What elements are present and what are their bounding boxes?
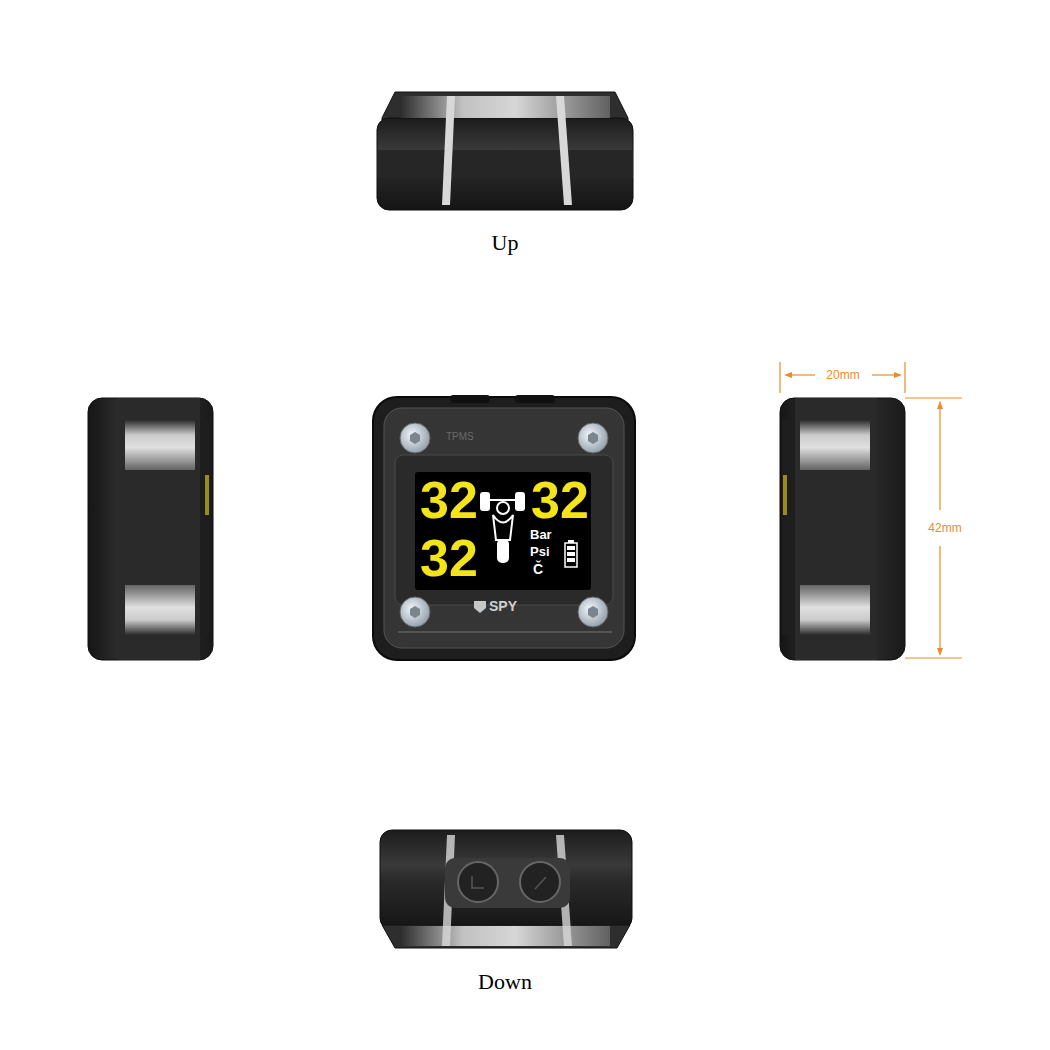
unit-label: Bar <box>530 528 552 541</box>
brand-logo: SPY <box>489 599 517 613</box>
dimension-lines <box>780 362 962 658</box>
bottom-view <box>380 830 632 948</box>
motorbike-icon <box>481 493 524 562</box>
dimension-label: 20mm <box>824 368 861 382</box>
top-view <box>377 92 633 210</box>
pressure-reading: 32 <box>420 474 478 526</box>
pressure-reading: 32 <box>420 532 478 584</box>
logo-shield <box>474 601 486 613</box>
view-label: Up <box>492 232 519 254</box>
right-side-view <box>780 398 905 660</box>
screws <box>400 423 608 627</box>
left-side-view <box>88 398 213 660</box>
battery-icon <box>565 540 577 567</box>
unit-label: Psi <box>530 545 550 558</box>
dimension-label: 42mm <box>926 521 963 535</box>
view-label: Down <box>478 971 532 993</box>
brand-text: TPMS <box>446 432 474 442</box>
front-view <box>373 395 635 660</box>
pressure-reading: 32 <box>531 474 589 526</box>
unit-label: Č <box>533 562 543 576</box>
